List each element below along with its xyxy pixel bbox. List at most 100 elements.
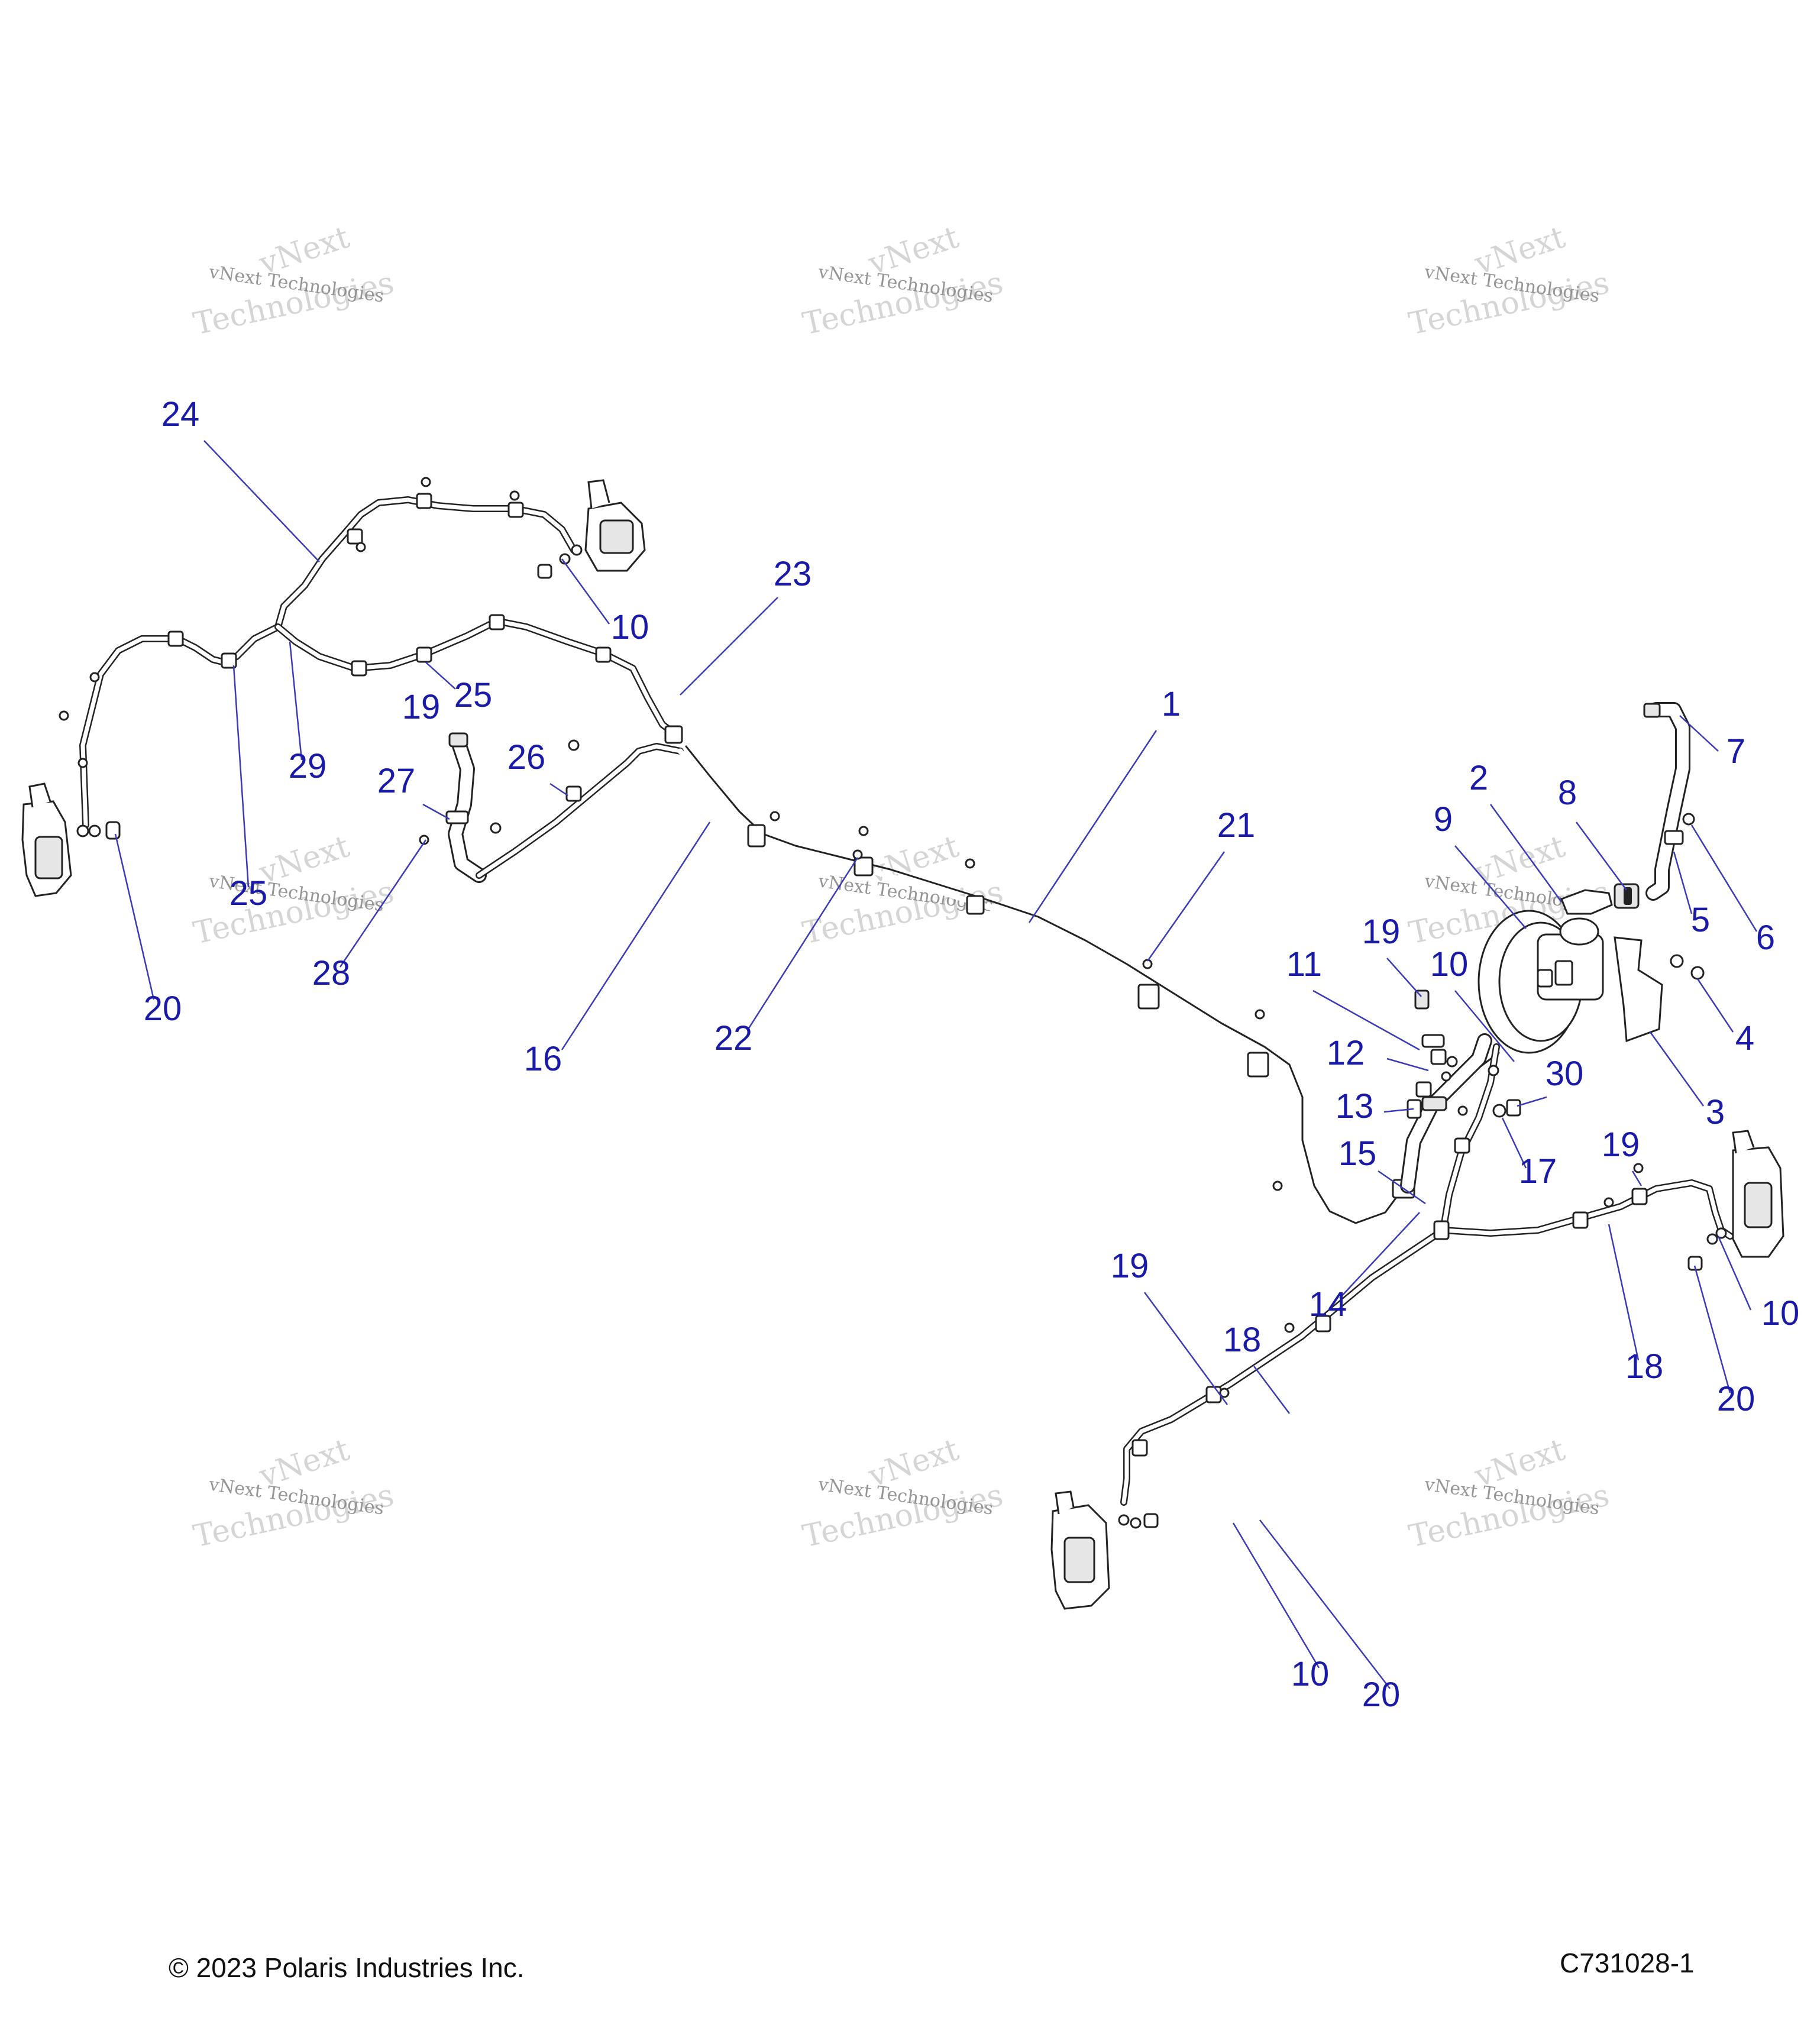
callout-c11: 11 bbox=[1286, 945, 1322, 984]
callout-c12: 12 bbox=[1327, 1034, 1365, 1072]
leader-line-c12 bbox=[1386, 1057, 1429, 1072]
callout-c28: 28 bbox=[312, 954, 351, 992]
leader-line-c30 bbox=[1517, 1096, 1547, 1107]
leader-line-c11 bbox=[1312, 989, 1420, 1051]
leader-line-c15 bbox=[1378, 1170, 1426, 1205]
callout-c10d: 10 bbox=[1291, 1655, 1330, 1693]
callout-c4: 4 bbox=[1735, 1019, 1754, 1057]
leader-line-c3 bbox=[1649, 1031, 1705, 1107]
callout-c23: 23 bbox=[774, 555, 812, 593]
callout-c30: 30 bbox=[1546, 1055, 1584, 1093]
leader-line-c29 bbox=[289, 641, 303, 761]
leader-line-c1 bbox=[1028, 730, 1158, 923]
callout-c13: 13 bbox=[1336, 1087, 1374, 1126]
leader-line-c28 bbox=[339, 839, 427, 968]
leader-line-c14 bbox=[1339, 1212, 1420, 1299]
leader-line-c4 bbox=[1696, 978, 1734, 1033]
callout-c25b: 25 bbox=[229, 874, 268, 913]
callout-c16: 16 bbox=[524, 1040, 562, 1078]
callout-c2: 2 bbox=[1469, 759, 1488, 797]
callout-c20c: 20 bbox=[1362, 1676, 1401, 1714]
front-brake-lines-18 bbox=[1118, 1163, 1734, 1529]
leader-line-c19c bbox=[1631, 1170, 1643, 1186]
leader-line-c10b bbox=[1454, 990, 1515, 1062]
leader-line-c13 bbox=[1383, 1108, 1414, 1113]
leader-line-c23 bbox=[680, 597, 778, 696]
callout-c24: 24 bbox=[161, 395, 200, 434]
leader-line-c24 bbox=[203, 440, 320, 562]
leader-line-c17 bbox=[1501, 1117, 1527, 1169]
leader-line-c16 bbox=[561, 822, 711, 1050]
main-brake-line-1 bbox=[677, 745, 1505, 1233]
leader-line-c20b bbox=[1693, 1265, 1731, 1393]
leader-line-c19b bbox=[1386, 958, 1422, 997]
leader-line-c6 bbox=[1690, 824, 1758, 932]
callout-c5: 5 bbox=[1691, 901, 1710, 939]
leader-line-c25b bbox=[232, 665, 250, 888]
callout-c18b: 18 bbox=[1625, 1347, 1664, 1386]
heat-shield-bracket-3 bbox=[1614, 936, 1705, 1043]
leader-line-c25a bbox=[425, 662, 456, 690]
rear-right-caliper bbox=[537, 479, 646, 579]
callout-leader-lines bbox=[114, 440, 1758, 1689]
master-cylinder-booster bbox=[1477, 883, 1640, 1054]
callout-c20b: 20 bbox=[1717, 1380, 1755, 1418]
leader-line-c10a bbox=[561, 558, 610, 625]
rear-left-caliper bbox=[21, 782, 121, 897]
callout-c10c: 10 bbox=[1761, 1294, 1800, 1333]
callout-c19a: 19 bbox=[402, 688, 441, 726]
callout-c27: 27 bbox=[377, 762, 416, 800]
front-right-caliper bbox=[1732, 1130, 1784, 1258]
callout-c10b: 10 bbox=[1430, 945, 1469, 984]
leader-line-c21 bbox=[1146, 851, 1226, 962]
callout-c15: 15 bbox=[1338, 1134, 1377, 1173]
callout-c19d: 19 bbox=[1111, 1247, 1149, 1285]
leader-line-c20c bbox=[1259, 1519, 1391, 1689]
rear-brake-line-24 bbox=[59, 477, 683, 829]
callout-c1: 1 bbox=[1162, 685, 1181, 723]
front-hose-15 bbox=[1400, 1033, 1506, 1234]
leader-line-c27 bbox=[422, 803, 450, 820]
callout-c14: 14 bbox=[1309, 1285, 1347, 1324]
callout-c21: 21 bbox=[1217, 806, 1256, 845]
callout-c7: 7 bbox=[1727, 732, 1745, 771]
hose-27-and-line-16 bbox=[419, 732, 684, 883]
callout-c17: 17 bbox=[1519, 1152, 1557, 1191]
drawing-number: C731028-1 bbox=[1560, 1948, 1695, 1978]
callout-c20a: 20 bbox=[144, 989, 182, 1028]
callout-c19b: 19 bbox=[1362, 913, 1401, 951]
leader-line-c20a bbox=[114, 833, 155, 1000]
callout-c3: 3 bbox=[1706, 1093, 1725, 1131]
reservoir-vent-hose-7 bbox=[1643, 702, 1695, 901]
callout-c26: 26 bbox=[507, 738, 546, 777]
leader-line-c10d bbox=[1232, 1522, 1320, 1668]
leader-line-c18a bbox=[1253, 1366, 1290, 1414]
callout-c19c: 19 bbox=[1602, 1126, 1640, 1164]
callout-c29: 29 bbox=[289, 747, 327, 785]
leader-line-c22 bbox=[747, 857, 859, 1030]
callout-c6: 6 bbox=[1756, 918, 1775, 957]
leader-line-c9 bbox=[1454, 845, 1527, 929]
leader-line-c7 bbox=[1679, 715, 1719, 752]
callout-c9: 9 bbox=[1434, 800, 1453, 839]
front-left-caliper bbox=[1050, 1490, 1110, 1610]
callout-c22: 22 bbox=[714, 1019, 753, 1057]
callout-c10a: 10 bbox=[611, 608, 649, 646]
leader-line-c10c bbox=[1717, 1236, 1752, 1311]
leader-line-c8 bbox=[1575, 822, 1628, 891]
callout-c18a: 18 bbox=[1223, 1321, 1262, 1359]
leader-line-c2 bbox=[1489, 804, 1563, 903]
leader-line-c18b bbox=[1608, 1224, 1640, 1361]
leader-line-c19d bbox=[1143, 1292, 1228, 1405]
callout-c8: 8 bbox=[1558, 774, 1577, 812]
